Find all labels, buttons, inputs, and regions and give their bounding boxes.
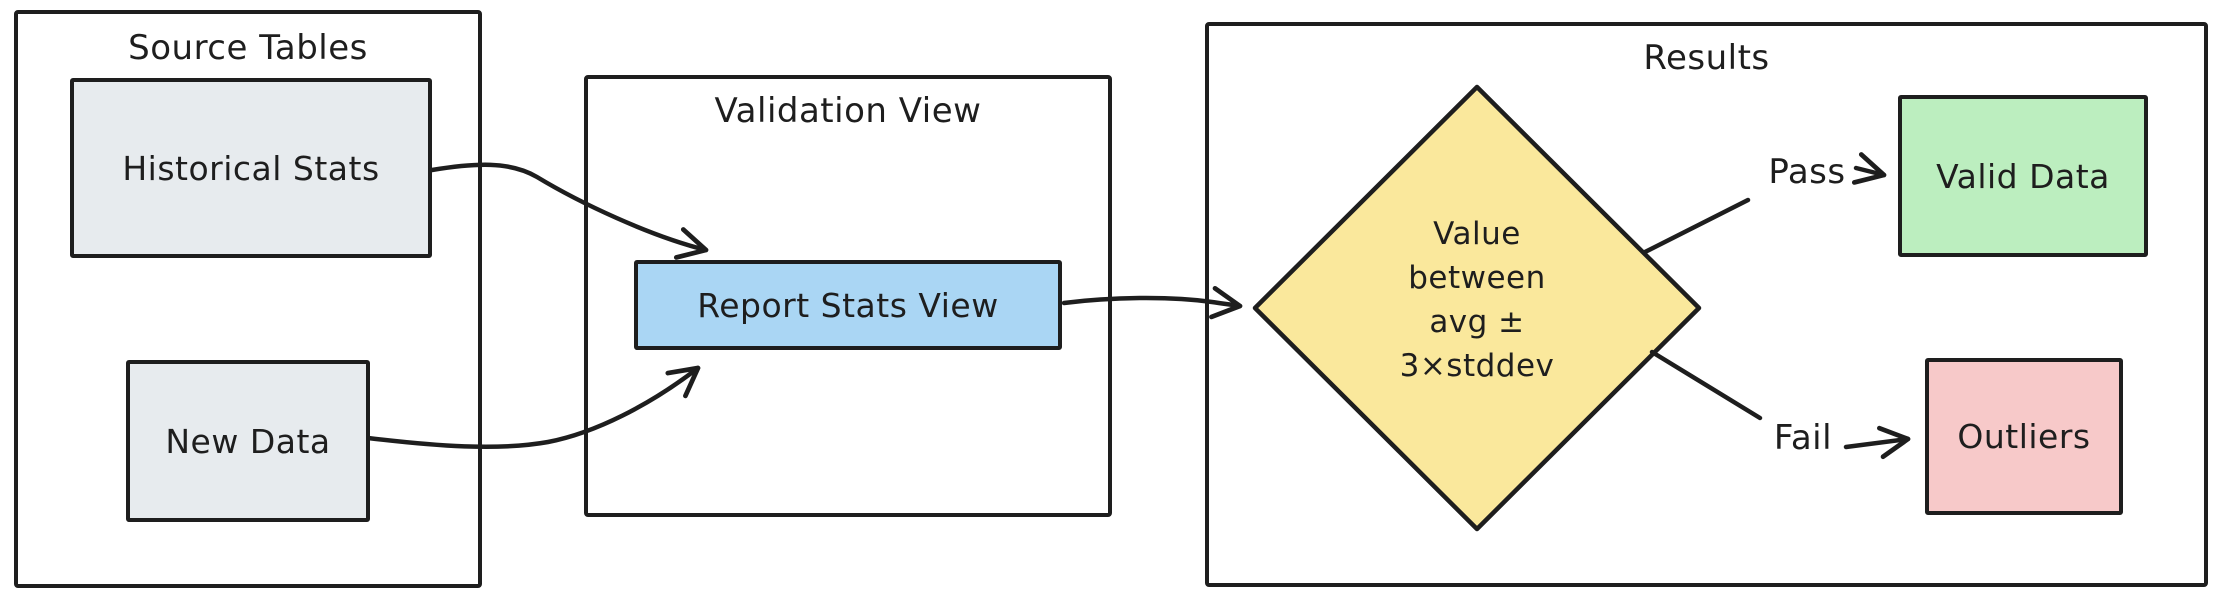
line-decision-to-fail [1649,349,1763,421]
node-report-stats-view: Report Stats View [634,260,1062,350]
node-report-stats-view-label: Report Stats View [697,285,999,325]
arrow-report-to-decision [1061,285,1243,320]
container-validation-view: Validation View [584,75,1112,517]
node-new-data-label: New Data [165,421,331,461]
fail-edge-label: Fail [1773,418,1833,458]
decision-label: Value between avg ± 3×stddev [1399,216,1555,384]
node-valid-data-label: Valid Data [1936,156,2110,196]
container-source-tables: Source Tables [14,10,482,588]
container-source-tables-title: Source Tables [128,28,368,68]
container-validation-view-title: Validation View [714,91,982,131]
pass-edge-label: Pass [1768,152,1846,192]
node-outliers: Outliers [1925,358,2123,515]
decision-diamond [1252,84,1702,532]
node-historical-stats-label: Historical Stats [122,148,380,188]
node-valid-data: Valid Data [1898,95,2148,257]
arrow-newdata-to-report [365,365,701,450]
container-results-title: Results [1643,38,1770,78]
arrow-pass-to-valid-data [1851,152,1887,185]
container-results: Results [1205,22,2208,587]
line-decision-to-pass [1642,197,1751,255]
node-outliers-label: Outliers [1957,417,2091,456]
node-new-data: New Data [126,360,370,522]
arrow-fail-to-outliers [1843,425,1911,460]
node-historical-stats: Historical Stats [70,78,432,258]
arrow-historical-to-report [429,162,709,260]
